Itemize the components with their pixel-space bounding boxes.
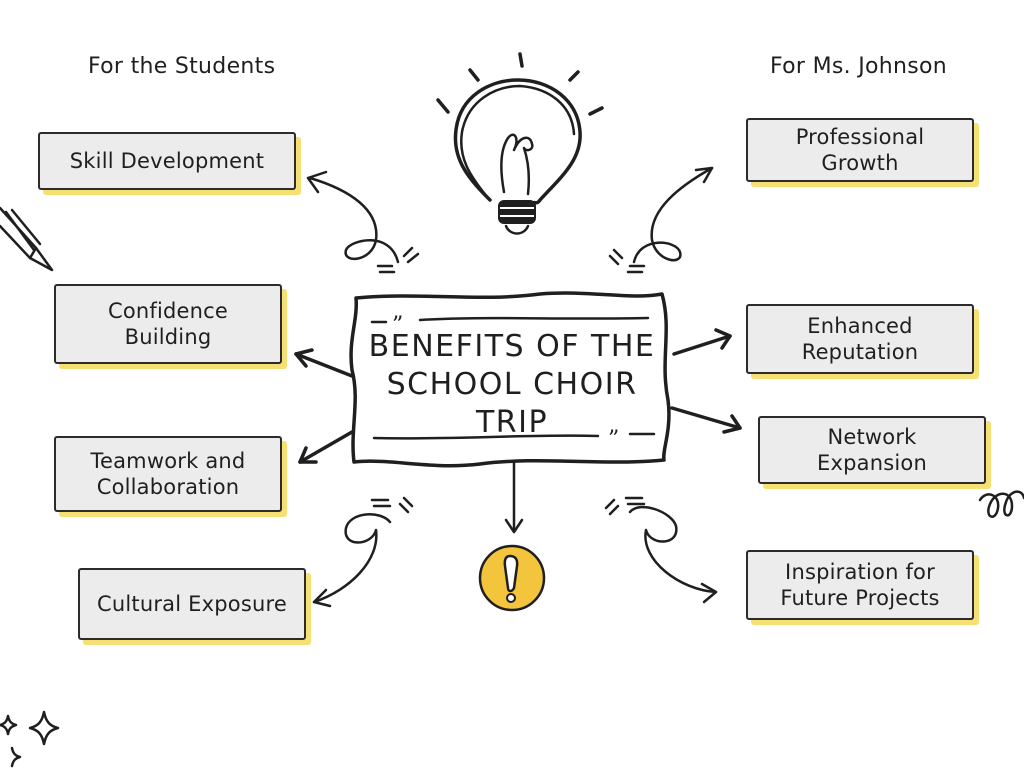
benefit-box-teamwork: Teamwork and Collaboration	[54, 436, 282, 512]
benefit-label: Professional	[795, 125, 925, 149]
arrow-enhanced-reputation	[672, 328, 732, 356]
arrow-confidence-building	[294, 348, 354, 378]
benefit-label: Enhanced	[807, 314, 913, 338]
benefit-label: Growth	[821, 151, 899, 175]
benefit-box-cultural-exposure: Cultural Exposure	[78, 568, 306, 640]
benefit-box-inspiration: Inspiration for Future Projects	[746, 550, 974, 620]
students-heading: For the Students	[88, 54, 276, 79]
benefit-label: Teamwork and	[90, 449, 246, 473]
quote-close-icon: ”	[608, 427, 619, 452]
benefit-label: Network	[827, 425, 917, 449]
teacher-heading: For Ms. Johnson	[770, 54, 947, 79]
sparkle-icon	[0, 710, 60, 768]
loop-doodle-icon	[978, 490, 1024, 518]
benefit-box-professional-growth: Professional Growth	[746, 118, 974, 182]
arrow-teamwork	[298, 430, 354, 464]
center-frame-inner-bottom	[372, 432, 656, 440]
arrow-cultural-exposure	[312, 496, 414, 608]
arrow-center-down	[504, 460, 524, 534]
benefit-label: Collaboration	[96, 475, 240, 499]
benefit-label: Cultural Exposure	[97, 592, 287, 616]
benefit-label: Reputation	[801, 340, 919, 364]
center-frame	[349, 291, 671, 468]
quote-open-icon: ”	[392, 313, 403, 338]
benefit-box-network-expansion: Network Expansion	[758, 416, 986, 484]
arrow-network-expansion	[670, 406, 742, 434]
benefit-label: Building	[124, 325, 212, 349]
benefit-label: Inspiration for	[785, 560, 935, 584]
center-title-line1: BENEFITS OF THE	[368, 329, 656, 364]
pencil-icon	[0, 206, 54, 272]
arrow-inspiration	[604, 496, 718, 604]
benefit-label: Skill Development	[69, 149, 265, 173]
benefit-label: Expansion	[817, 451, 927, 475]
benefit-label: Future Projects	[780, 586, 940, 610]
benefit-box-enhanced-reputation: Enhanced Reputation	[746, 304, 974, 374]
center-frame-inner-top	[370, 316, 650, 324]
center-title: BENEFITS OF THE SCHOOL CHOIR TRIP	[362, 328, 662, 442]
arrow-skill-development	[306, 170, 420, 274]
exclamation-icon	[478, 544, 546, 612]
benefit-box-confidence-building: Confidence Building	[54, 284, 282, 364]
benefit-box-skill-development: Skill Development	[38, 132, 296, 190]
center-title-line2: SCHOOL CHOIR TRIP	[386, 367, 638, 440]
arrow-professional-growth	[608, 166, 714, 274]
lightbulb-icon	[436, 52, 604, 235]
benefit-label: Confidence	[107, 299, 229, 323]
